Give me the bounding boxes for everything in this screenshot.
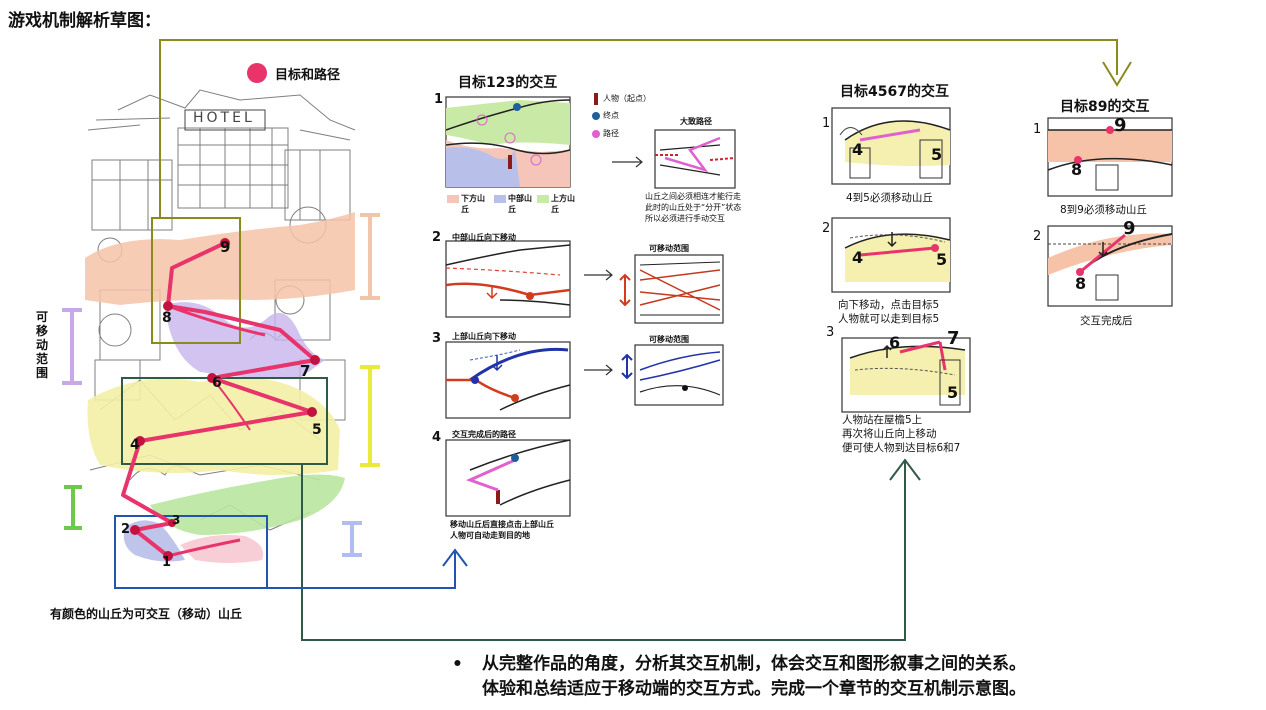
node-9 bbox=[220, 238, 230, 248]
node-1 bbox=[163, 551, 173, 561]
step3-range: 可移动范围 bbox=[649, 335, 689, 344]
s4567-panel-2 bbox=[831, 217, 951, 293]
s4567-step-3: 3 bbox=[826, 325, 835, 340]
step2-range: 可移动范围 bbox=[649, 244, 689, 253]
s123-step-3: 3 bbox=[432, 331, 442, 346]
s123-step-4: 4 bbox=[432, 430, 442, 445]
hill-label-middle: 中部山丘 bbox=[508, 194, 532, 214]
s4567-caption-2: 向下移动，点击目标5 人物就可以走到目标5 bbox=[838, 299, 940, 325]
s4567-step-1: 1 bbox=[822, 116, 831, 131]
blue-connector bbox=[267, 552, 456, 589]
s123-range-3 bbox=[621, 344, 724, 406]
legend-end: 终点 bbox=[603, 111, 619, 120]
s123-panel-2 bbox=[445, 240, 571, 318]
node-label-2: 2 bbox=[121, 522, 131, 537]
s123-panel-1 bbox=[445, 96, 571, 188]
legend-label: 目标和路径 bbox=[275, 68, 341, 83]
colored-hill-note: 有颜色的山丘为可交互（移动）山丘 bbox=[50, 607, 243, 621]
summary-line-2: 体验和总结适应于移动端的交互方式。完成一个章节的交互机制示意图。 bbox=[482, 679, 1026, 699]
s89-caption-1: 8到9必须移动山丘 bbox=[1060, 204, 1147, 216]
step2-title: 中部山丘向下移动 bbox=[452, 233, 516, 242]
node-8 bbox=[163, 301, 173, 311]
s4567-title: 目标4567的交互 bbox=[840, 84, 949, 100]
rough-path-title: 大致路径 bbox=[680, 117, 712, 126]
lavender-hill bbox=[165, 302, 325, 379]
green-frame-inner bbox=[121, 377, 328, 465]
node-label-1: 1 bbox=[162, 555, 172, 570]
range-bar-green bbox=[64, 485, 82, 530]
green-connector bbox=[301, 460, 906, 641]
node-label-5: 5 bbox=[312, 422, 322, 438]
s89-title: 目标89的交互 bbox=[1060, 99, 1150, 115]
yellow-hill bbox=[87, 377, 340, 475]
range-bar-peach bbox=[360, 213, 380, 300]
note-1: 山丘之间必须相连才能行走 此时的山丘处于“分开”状态 所以必须进行手动交互 bbox=[645, 192, 742, 223]
hill-label-upper: 上方山丘 bbox=[551, 194, 575, 214]
node-label-9: 9 bbox=[220, 238, 231, 256]
s89-step-2: 2 bbox=[1033, 229, 1042, 244]
legend-path: 路径 bbox=[603, 129, 619, 138]
node-5 bbox=[307, 407, 317, 417]
node-2 bbox=[130, 525, 140, 535]
pink-hill bbox=[180, 535, 264, 563]
s4567-step-2: 2 bbox=[822, 221, 831, 236]
s123-rough-path bbox=[654, 129, 736, 189]
s123-step-1: 1 bbox=[434, 92, 444, 107]
s123-range-2 bbox=[619, 254, 724, 324]
node-label-7: 7 bbox=[300, 362, 311, 380]
s123-step-2: 2 bbox=[432, 230, 442, 245]
peach-hill bbox=[85, 212, 355, 305]
node-6 bbox=[207, 373, 217, 383]
node-7 bbox=[310, 355, 320, 365]
movable-range-label: 可移动范围 bbox=[36, 310, 49, 380]
s4567-panel-3 bbox=[841, 337, 971, 413]
range-bar-purple bbox=[62, 308, 82, 385]
page-title: 游戏机制解析草图： bbox=[8, 11, 161, 31]
s123-panel-4 bbox=[445, 439, 571, 517]
hotel-sign: HOTEL bbox=[193, 110, 255, 126]
node-4 bbox=[135, 436, 145, 446]
s89-step-1: 1 bbox=[1033, 122, 1042, 137]
s123-title: 目标123的交互 bbox=[458, 75, 558, 91]
s4567-panel-1 bbox=[831, 107, 951, 185]
node-label-6: 6 bbox=[212, 375, 222, 391]
legend-dot bbox=[247, 63, 267, 83]
s89-panel-1 bbox=[1047, 117, 1173, 197]
summary: •从完整作品的角度，分析其交互机制，体会交互和图形叙事之间的关系。 体验和总结适… bbox=[452, 652, 1026, 702]
range-bar-blue bbox=[342, 521, 362, 557]
s123-panel-3 bbox=[445, 341, 571, 419]
step3-title: 上部山丘向下移动 bbox=[452, 332, 516, 341]
node-label-8: 8 bbox=[162, 310, 172, 326]
green-hill bbox=[150, 474, 345, 535]
s4567-caption-1: 4到5必须移动山丘 bbox=[846, 192, 933, 204]
s89-caption-2: 交互完成后 bbox=[1080, 315, 1133, 327]
path-nodes bbox=[130, 238, 320, 561]
blue-frame bbox=[114, 515, 268, 589]
note-4: 移动山丘后直接点击上部山丘 人物可自动走到目的地 bbox=[450, 520, 554, 540]
hill-label-lower: 下方山丘 bbox=[461, 194, 485, 214]
range-bar-yellow bbox=[360, 365, 380, 467]
node-label-4: 4 bbox=[130, 437, 140, 453]
summary-line-1: •从完整作品的角度，分析其交互机制，体会交互和图形叙事之间的关系。 bbox=[452, 654, 1026, 674]
legend-person: 人物（起点） bbox=[603, 94, 651, 103]
node-label-3: 3 bbox=[172, 513, 181, 527]
s89-panel-2 bbox=[1047, 225, 1173, 307]
olive-frame bbox=[151, 217, 241, 344]
node-3 bbox=[168, 519, 176, 527]
step4-title: 交互完成后的路径 bbox=[452, 430, 516, 439]
s4567-caption-3: 人物站在屋檐5上 再次将山丘向上移动 便可使人物到达目标6和7 bbox=[842, 414, 961, 454]
